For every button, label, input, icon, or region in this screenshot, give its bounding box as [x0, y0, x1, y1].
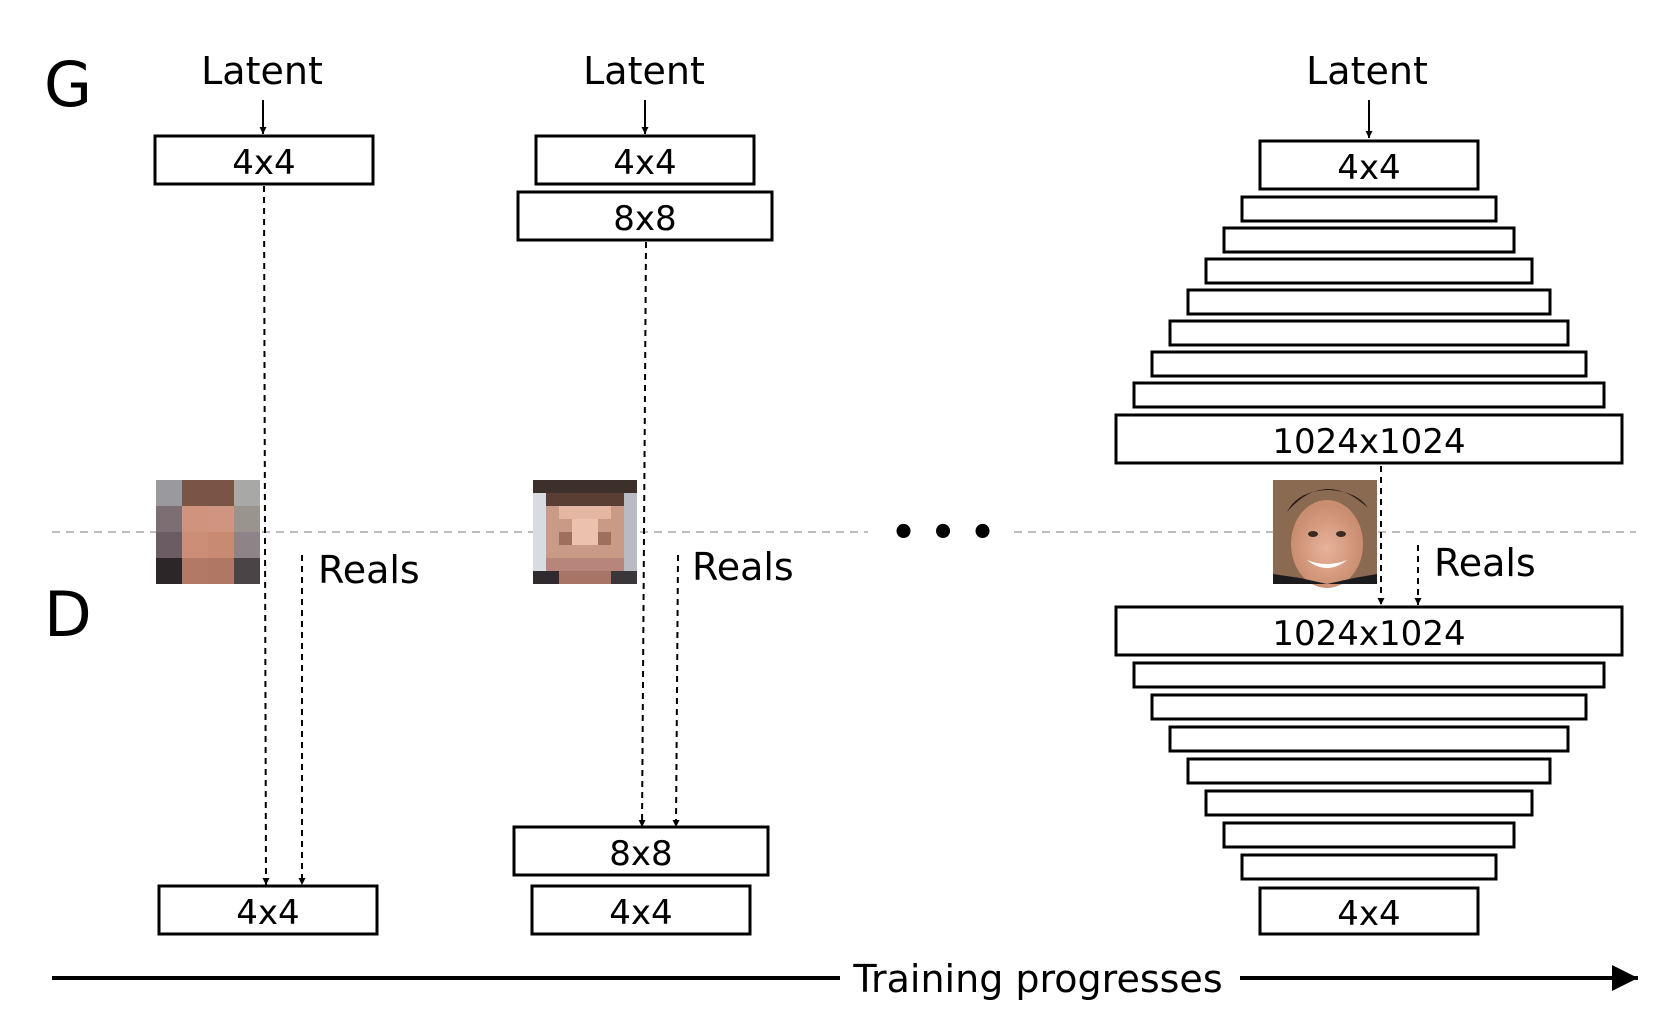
g-block-intermediate	[1168, 319, 1570, 347]
reals-label: Reals	[692, 545, 794, 589]
generator-output-dashed	[638, 241, 647, 828]
g-block-1024x1024	[1114, 413, 1624, 465]
g-block-label: 4x4	[1337, 148, 1400, 188]
generator-label: G	[44, 48, 92, 121]
g-block-intermediate	[1240, 195, 1498, 223]
d-block-label: 4x4	[1337, 894, 1400, 934]
g-block-4x4	[534, 134, 756, 186]
d-block-intermediate	[1150, 693, 1588, 721]
reals-dashed	[672, 554, 680, 828]
latent-label: Latent	[201, 49, 323, 93]
g-block-label: 1024x1024	[1272, 422, 1465, 462]
g-block-intermediate	[1204, 257, 1534, 285]
generator-output-dashed	[262, 185, 270, 886]
ellipsis: • • •	[891, 510, 996, 556]
g-block-intermediate	[1132, 381, 1606, 409]
g-block-label: 8x8	[613, 199, 676, 239]
g-block-4x4	[153, 134, 375, 186]
g-block-intermediate	[1186, 288, 1552, 316]
training-progresses-label: Training progresses	[852, 957, 1222, 1001]
g-block-label: 4x4	[613, 143, 676, 183]
generated-face-4x4	[156, 480, 260, 584]
g-block-8x8	[516, 190, 774, 242]
g-block-4x4	[1258, 139, 1480, 191]
d-block-intermediate	[1240, 853, 1498, 881]
g-block-intermediate	[1222, 226, 1516, 254]
g-block-label: 4x4	[232, 143, 295, 183]
latent-label: Latent	[1306, 49, 1428, 93]
latent-label: Latent	[583, 49, 705, 93]
generated-face-1024	[1273, 480, 1377, 588]
d-block-label: 8x8	[609, 834, 672, 874]
reals-label: Reals	[1434, 541, 1536, 585]
stage-3: Latent 4x4 1024x1024 Reals 1024x10	[1114, 49, 1624, 936]
d-block-intermediate	[1186, 757, 1552, 785]
d-block-intermediate	[1168, 725, 1570, 753]
d-block-4x4	[1258, 886, 1480, 936]
stage-1: Latent 4x4 Reals 4x4	[153, 49, 420, 936]
discriminator-label: D	[44, 578, 92, 651]
d-block-4x4	[530, 884, 752, 936]
d-block-intermediate	[1222, 821, 1516, 849]
stage-2: Latent 4x4 8x8 Reals 8x8 4x4	[512, 49, 794, 936]
generated-face-8x8	[533, 480, 637, 584]
d-block-label: 4x4	[609, 893, 672, 933]
d-block-8x8	[512, 825, 770, 877]
d-block-1024x1024	[1114, 605, 1624, 657]
g-block-intermediate	[1150, 350, 1588, 378]
d-block-label: 4x4	[236, 893, 299, 933]
d-block-4x4	[157, 884, 379, 936]
d-block-intermediate	[1204, 789, 1534, 817]
reals-label: Reals	[318, 548, 420, 592]
d-block-intermediate	[1132, 661, 1606, 689]
d-block-label: 1024x1024	[1272, 614, 1465, 654]
